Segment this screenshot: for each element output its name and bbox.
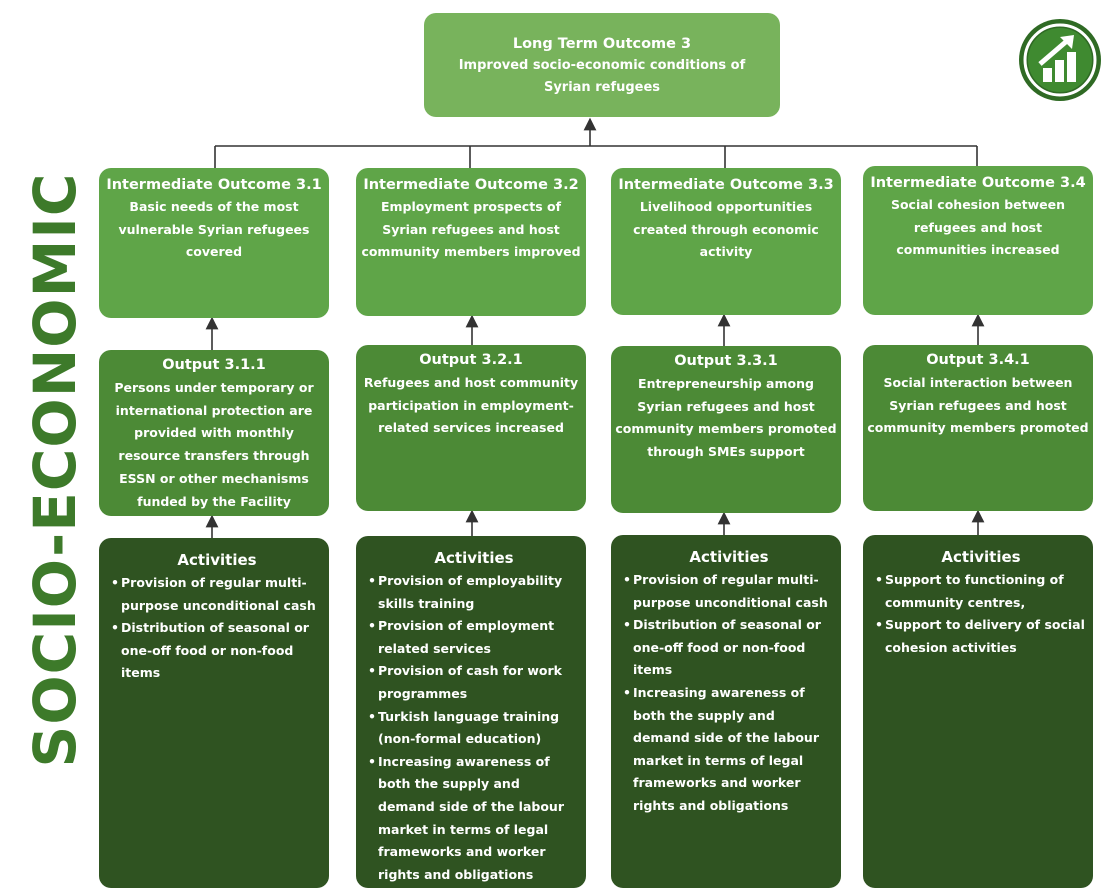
activity-item: Increasing awareness of both the supply … bbox=[368, 751, 580, 887]
activities-list: Support to functioning of community cent… bbox=[875, 569, 1087, 659]
growth-chart-arrow-icon bbox=[1019, 19, 1101, 101]
activities-list: Provision of employability skills traini… bbox=[368, 570, 580, 886]
output-3-1-1-box: Output 3.1.1 Persons under temporary or … bbox=[99, 350, 329, 516]
activity-item: Increasing awareness of both the supply … bbox=[623, 682, 835, 818]
intermediate-outcome-heading: Intermediate Outcome 3.2 bbox=[363, 177, 579, 193]
output-3-2-1-box: Output 3.2.1 Refugees and host community… bbox=[356, 345, 586, 511]
activities-heading: Activities bbox=[941, 548, 1021, 566]
output-heading: Output 3.1.1 bbox=[162, 357, 266, 373]
activity-item: Provision of employment related services bbox=[368, 615, 580, 660]
intermediate-outcome-heading: Intermediate Outcome 3.4 bbox=[870, 175, 1086, 191]
activity-item: Provision of cash for work programmes bbox=[368, 660, 580, 705]
intermediate-outcome-text: Social cohesion between refugees and hos… bbox=[890, 197, 1066, 257]
activity-item: Support to delivery of social cohesion a… bbox=[875, 614, 1087, 659]
intermediate-outcome-3-2-box: Intermediate Outcome 3.2 Employment pros… bbox=[356, 168, 586, 316]
intermediate-outcome-3-1-box: Intermediate Outcome 3.1 Basic needs of … bbox=[99, 168, 329, 318]
output-text: Persons under temporary or international… bbox=[114, 380, 314, 509]
intermediate-outcome-text: Employment prospects of Syrian refugees … bbox=[361, 199, 581, 259]
activities-3-4-box: Activities Support to functioning of com… bbox=[863, 535, 1093, 888]
activity-item: Provision of regular multi-purpose uncon… bbox=[623, 569, 835, 614]
output-3-4-1-box: Output 3.4.1 Social interaction between … bbox=[863, 345, 1093, 511]
output-text: Entrepreneurship among Syrian refugees a… bbox=[615, 376, 837, 460]
intermediate-outcome-heading: Intermediate Outcome 3.1 bbox=[106, 177, 322, 193]
activities-heading: Activities bbox=[689, 548, 769, 566]
output-text: Social interaction between Syrian refuge… bbox=[867, 375, 1089, 436]
activity-item: Support to functioning of community cent… bbox=[875, 569, 1087, 614]
activity-item: Distribution of seasonal or one-off food… bbox=[111, 617, 323, 685]
long-term-outcome-box: Long Term Outcome 3 Improved socio-econo… bbox=[424, 13, 780, 117]
activities-list: Provision of regular multi-purpose uncon… bbox=[623, 569, 835, 818]
activities-heading: Activities bbox=[177, 551, 257, 569]
activity-item: Provision of employability skills traini… bbox=[368, 570, 580, 615]
output-heading: Output 3.4.1 bbox=[926, 352, 1030, 368]
intermediate-outcome-text: Basic needs of the most vulnerable Syria… bbox=[118, 199, 310, 259]
activity-item: Provision of regular multi-purpose uncon… bbox=[111, 572, 323, 617]
output-heading: Output 3.2.1 bbox=[419, 352, 523, 368]
output-text: Refugees and host community participatio… bbox=[363, 375, 579, 436]
activities-3-1-box: Activities Provision of regular multi-pu… bbox=[99, 538, 329, 888]
intermediate-outcome-heading: Intermediate Outcome 3.3 bbox=[618, 177, 834, 193]
activity-item: Distribution of seasonal or one-off food… bbox=[623, 614, 835, 682]
activities-list: Provision of regular multi-purpose uncon… bbox=[111, 572, 323, 685]
activities-3-3-box: Activities Provision of regular multi-pu… bbox=[611, 535, 841, 888]
output-3-3-1-box: Output 3.3.1 Entrepreneurship among Syri… bbox=[611, 346, 841, 513]
long-term-outcome-text: Improved socio-economic conditions of Sy… bbox=[458, 58, 746, 95]
intermediate-outcome-3-4-box: Intermediate Outcome 3.4 Social cohesion… bbox=[863, 166, 1093, 315]
side-title: SOCIO-ECONOMIC bbox=[21, 172, 89, 768]
activities-3-2-box: Activities Provision of employability sk… bbox=[356, 536, 586, 888]
long-term-outcome-heading: Long Term Outcome 3 bbox=[512, 36, 692, 52]
output-heading: Output 3.3.1 bbox=[674, 353, 778, 369]
activities-heading: Activities bbox=[434, 549, 514, 567]
intermediate-outcome-3-3-box: Intermediate Outcome 3.3 Livelihood oppo… bbox=[611, 168, 841, 315]
activity-item: Turkish language training (non-formal ed… bbox=[368, 706, 580, 751]
intermediate-outcome-text: Livelihood opportunities created through… bbox=[633, 199, 819, 259]
